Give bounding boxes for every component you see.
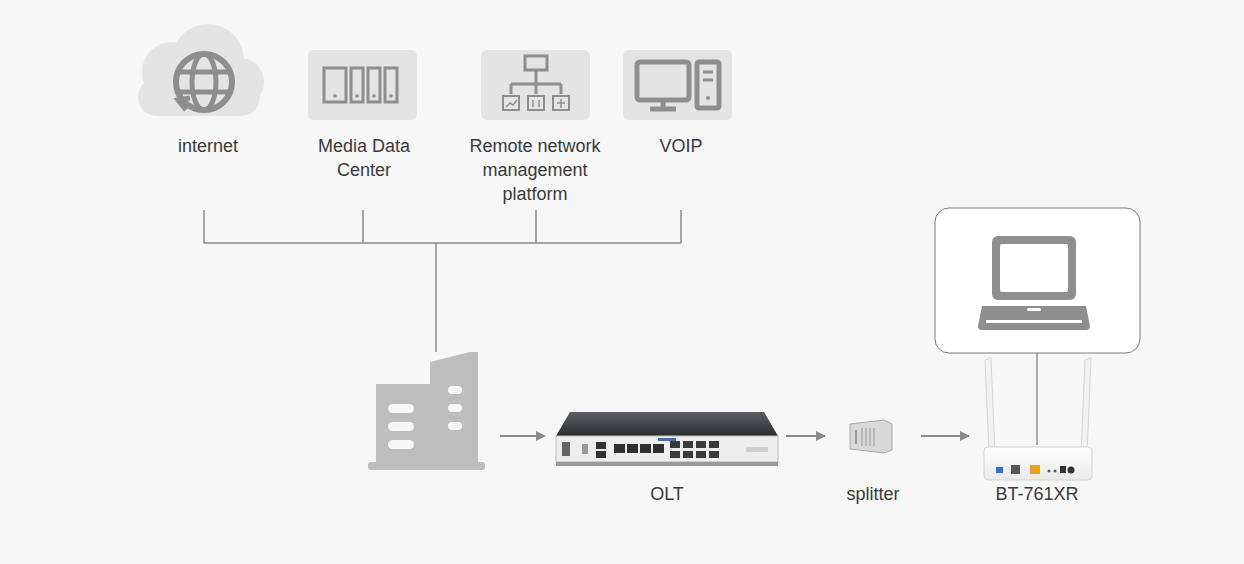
olt-device (556, 412, 778, 466)
router-device (984, 358, 1092, 480)
laptop-panel (935, 208, 1140, 445)
server-icon (308, 50, 417, 120)
connector-arrow (786, 435, 825, 437)
sfp-port (640, 444, 651, 453)
rj45-port (670, 451, 680, 458)
rj45-port (670, 441, 680, 448)
rj45-port (696, 451, 706, 458)
sfp-port (653, 444, 664, 453)
splitter-icon (850, 420, 892, 453)
computer-icon (623, 50, 732, 120)
node-label: VOIP (626, 134, 736, 158)
node-label: Media Data Center (308, 134, 420, 182)
internet-node: internet (134, 30, 282, 158)
rj45-port (709, 451, 719, 458)
service-node: Media Data Center (304, 48, 424, 182)
rj45-port (709, 441, 719, 448)
feed-arrow (500, 431, 546, 441)
node-label: BT-761XR (977, 482, 1097, 506)
building-icon (368, 352, 485, 470)
sfp-port (627, 444, 638, 453)
node-label: OLT (567, 482, 767, 506)
connector-arrow (921, 435, 969, 437)
rj45-port (683, 451, 693, 458)
sfp-port (614, 444, 625, 453)
olt-node: OLT (552, 408, 782, 506)
rj45-port (683, 441, 693, 448)
splitter-node: splitter (829, 408, 917, 506)
cloud-icon (138, 24, 264, 116)
service-node: VOIP (621, 48, 741, 158)
service-node: Remote network management platform (455, 48, 615, 206)
network-icon (481, 50, 590, 120)
onu-node: BT-761XR (973, 372, 1101, 506)
node-label: splitter (833, 482, 913, 506)
bus-wires (204, 210, 681, 352)
rj45-port (696, 441, 706, 448)
node-label: Remote network management platform (460, 134, 610, 206)
node-label: internet (138, 134, 278, 158)
